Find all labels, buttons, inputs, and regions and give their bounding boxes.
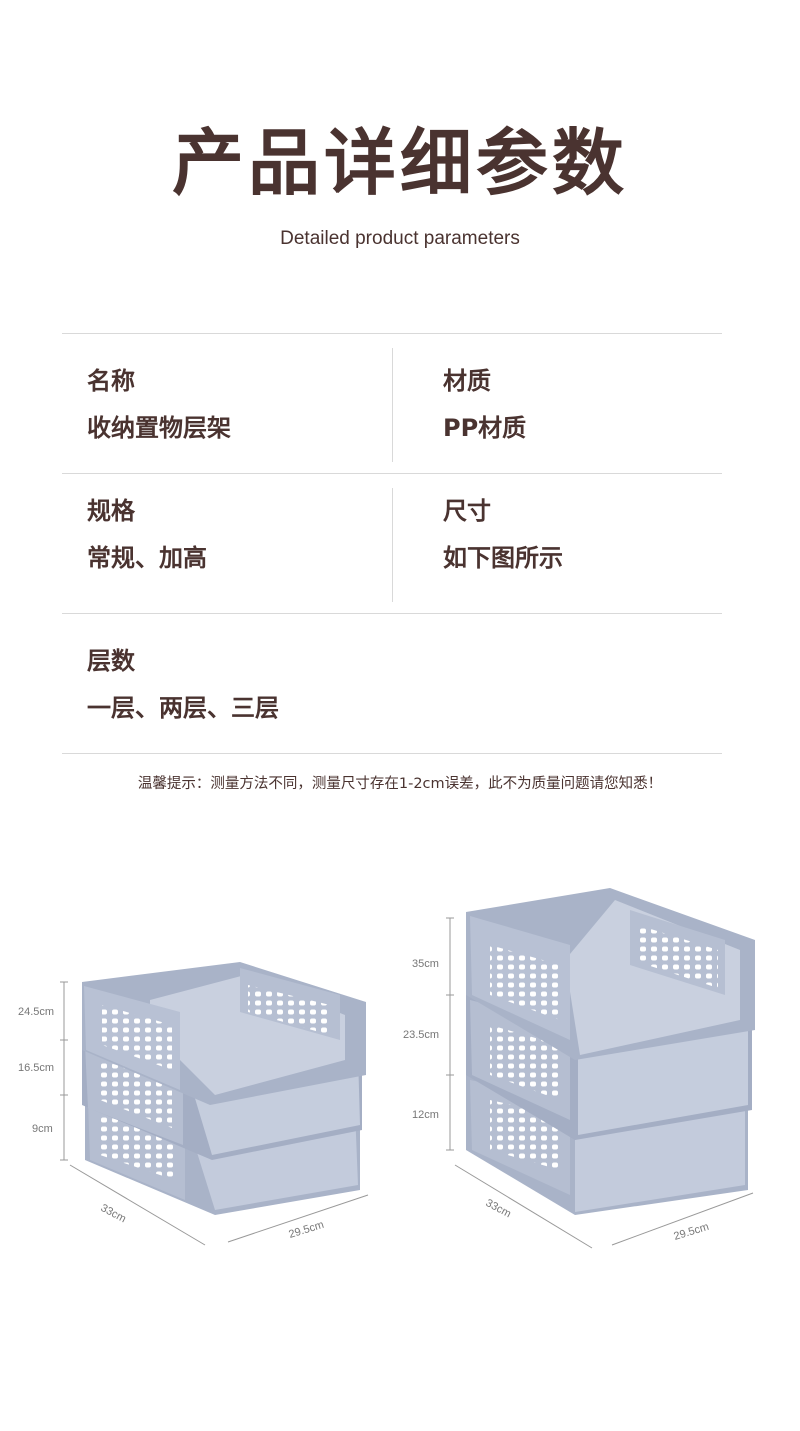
- regular-depth-label: 33cm: [99, 1202, 128, 1225]
- product-figure: 24.5cm 16.5cm 9cm 33cm 29.5cm 35cm 23.5c…: [18, 888, 755, 1249]
- regular-rack-image: [82, 962, 366, 1215]
- spec-label-size: 尺寸: [443, 497, 491, 525]
- tall-height-bottom: 12cm: [412, 1109, 439, 1121]
- spec-label-layers: 层数: [87, 647, 135, 675]
- table-divider: [62, 613, 722, 614]
- regular-height-middle: 16.5cm: [18, 1062, 54, 1074]
- spec-label-material: 材质: [443, 367, 491, 395]
- tall-height-middle: 23.5cm: [403, 1029, 439, 1041]
- spec-label-spec: 规格: [87, 497, 135, 525]
- regular-width-label: 29.5cm: [287, 1219, 325, 1241]
- spec-value-material: PP材质: [443, 414, 527, 442]
- regular-height-top: 24.5cm: [18, 1006, 54, 1018]
- table-divider: [62, 333, 722, 334]
- measurement-note: 温馨提示：测量方法不同，测量尺寸存在1-2cm误差，此不为质量问题请您知悉！: [137, 776, 663, 792]
- spec-value-spec: 常规、加高: [87, 544, 207, 572]
- column-divider: [392, 488, 393, 602]
- spec-value-name: 收纳置物层架: [87, 414, 231, 442]
- regular-dimensions: [60, 981, 369, 1246]
- tall-rack-image: [466, 888, 755, 1215]
- spec-label-name: 名称: [87, 367, 135, 395]
- spec-value-layers: 一层、两层、三层: [87, 694, 279, 722]
- tall-depth-label: 33cm: [484, 1197, 513, 1220]
- page-title: 产品详细参数: [171, 121, 628, 205]
- tall-dimensions: [446, 917, 754, 1249]
- tall-width-label: 29.5cm: [672, 1221, 710, 1243]
- column-divider: [392, 348, 393, 462]
- table-divider: [62, 473, 722, 474]
- table-divider: [62, 753, 722, 754]
- regular-height-bottom: 9cm: [32, 1123, 53, 1135]
- tall-height-top: 35cm: [412, 958, 439, 970]
- spec-value-size: 如下图所示: [443, 544, 563, 572]
- page-subtitle: Detailed product parameters: [280, 228, 520, 249]
